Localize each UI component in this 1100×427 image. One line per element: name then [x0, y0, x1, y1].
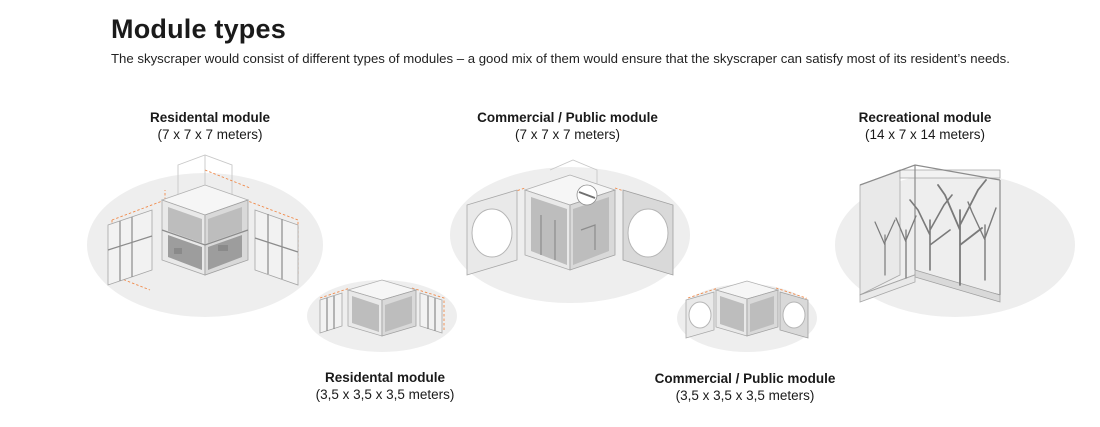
module-dimensions: (7 x 7 x 7 meters): [514, 127, 621, 142]
label-commercial-small: Commercial / Public module (3,5 x 3,5 x …: [625, 370, 865, 404]
label-residential-large: Residental module (7 x 7 x 7 meters): [105, 109, 315, 143]
label-commercial-large: Commercial / Public module (7 x 7 x 7 me…: [445, 109, 690, 143]
residential-module-small-illustration: [307, 279, 457, 352]
module-name: Commercial / Public module: [477, 110, 658, 125]
module-name: Commercial / Public module: [654, 371, 836, 386]
recreational-module-illustration: [835, 164, 1075, 317]
module-dimensions: (7 x 7 x 7 meters): [157, 127, 263, 142]
label-residential-small: Residental module (3,5 x 3,5 x 3,5 meter…: [280, 369, 490, 403]
module-name: Residental module: [324, 370, 446, 385]
commercial-module-large-illustration: [450, 159, 690, 303]
module-name: Recreational module: [858, 110, 992, 125]
residential-module-large-illustration: [87, 154, 323, 317]
label-recreational: Recreational module (14 x 7 x 14 meters): [815, 109, 1035, 143]
module-dimensions: (3,5 x 3,5 x 3,5 meters): [675, 388, 815, 403]
module-dimensions: (3,5 x 3,5 x 3,5 meters): [315, 387, 455, 402]
page-title: Module types: [111, 14, 286, 44]
commercial-module-small-illustration: [677, 280, 817, 352]
module-name: Residental module: [149, 110, 271, 125]
module-dimensions: (14 x 7 x 14 meters): [864, 127, 986, 142]
page-description: The skyscraper would consist of differen…: [111, 51, 1010, 66]
